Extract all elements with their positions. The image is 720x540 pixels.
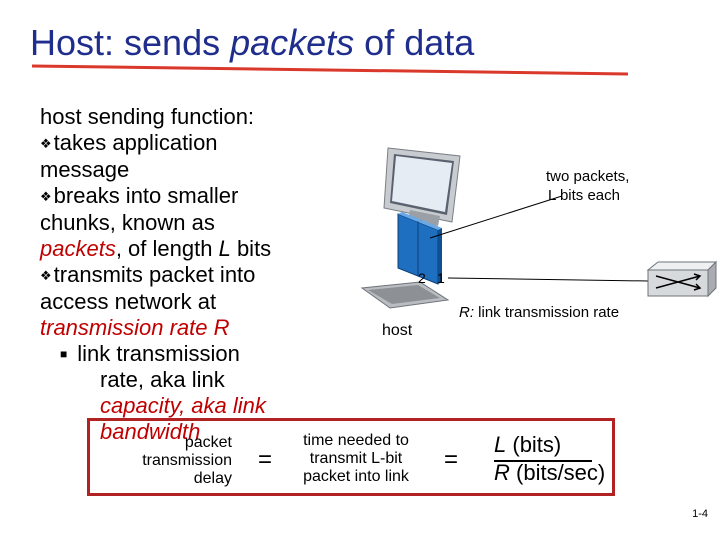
- packets-callout-line: [429, 195, 563, 239]
- fraction-denominator: R (bits/sec): [494, 460, 606, 485]
- bullet-2-line-2: chunks, known as: [40, 210, 215, 235]
- bullet-list: host sending function: ❖takes applicatio…: [40, 104, 300, 445]
- bullet-2-line-1: ❖breaks into smaller: [40, 183, 239, 208]
- title-underline: [31, 64, 629, 76]
- formula-left-line-2: transmission: [142, 452, 232, 469]
- equals-sign-2: =: [444, 446, 459, 473]
- bullet-arrow-icon: ❖: [40, 268, 52, 283]
- two-packets-label-2: L bits each: [548, 187, 620, 204]
- bullet-1-line-2: message: [40, 157, 130, 182]
- network-diagram: 2 1 two packets, L bits each host R: lin…: [360, 147, 718, 339]
- packet-number-2: 2: [418, 270, 426, 286]
- formula-left-line-3: delay: [193, 470, 232, 487]
- formula-mid-line-1: time needed to: [303, 432, 409, 449]
- formula-mid-line-2: transmit L-bit: [309, 450, 403, 467]
- monitor-icon: [383, 147, 461, 226]
- fraction-numerator: L (bits): [494, 432, 562, 457]
- fraction-bar: [494, 460, 592, 462]
- bullet-arrow-icon: ❖: [40, 136, 52, 151]
- subbullet-line-4: bandwidth: [100, 419, 201, 444]
- square-bullet-icon: ■: [60, 347, 68, 361]
- router-icon: [646, 260, 718, 298]
- bullet-3-line-2: access network at: [40, 289, 217, 314]
- bullet-3-line-3: transmission rate R: [40, 315, 230, 340]
- bullet-1-line-1: ❖takes application: [40, 130, 218, 155]
- subbullet-line-1: ■link transmission: [40, 341, 300, 367]
- title-emphasis: packets: [230, 22, 355, 63]
- subbullet-line-2: rate, aka link: [100, 367, 225, 392]
- bullet-2-line-3: packets, of length L bits: [40, 236, 272, 261]
- rate-label: R: link transmission rate: [459, 304, 619, 321]
- bullet-arrow-icon: ❖: [40, 189, 52, 204]
- subbullet-line-3: capacity, aka link: [100, 393, 266, 418]
- title-suffix: of data: [354, 22, 475, 63]
- packet-number-1: 1: [437, 270, 445, 286]
- slide-title: Host: sends packets of data: [30, 22, 474, 64]
- keyboard-icon: [360, 281, 450, 309]
- equals-sign-1: =: [258, 446, 273, 473]
- two-packets-label-1: two packets,: [546, 168, 629, 185]
- bullet-3-line-1: ❖transmits packet into: [40, 262, 256, 287]
- delay-formula-box: [87, 418, 615, 496]
- title-prefix: Host: sends: [30, 22, 231, 63]
- link-line: [447, 277, 649, 282]
- bullet-intro: host sending function:: [40, 104, 255, 129]
- formula-mid-line-3: packet into link: [303, 468, 409, 485]
- page-number: 1-4: [692, 508, 708, 520]
- host-label: host: [382, 322, 413, 339]
- formula-left-label: packet transmission delay: [110, 434, 232, 488]
- formula-left-line-1: packet: [184, 434, 232, 451]
- formula-middle-label: time needed to transmit L-bit packet int…: [290, 432, 422, 486]
